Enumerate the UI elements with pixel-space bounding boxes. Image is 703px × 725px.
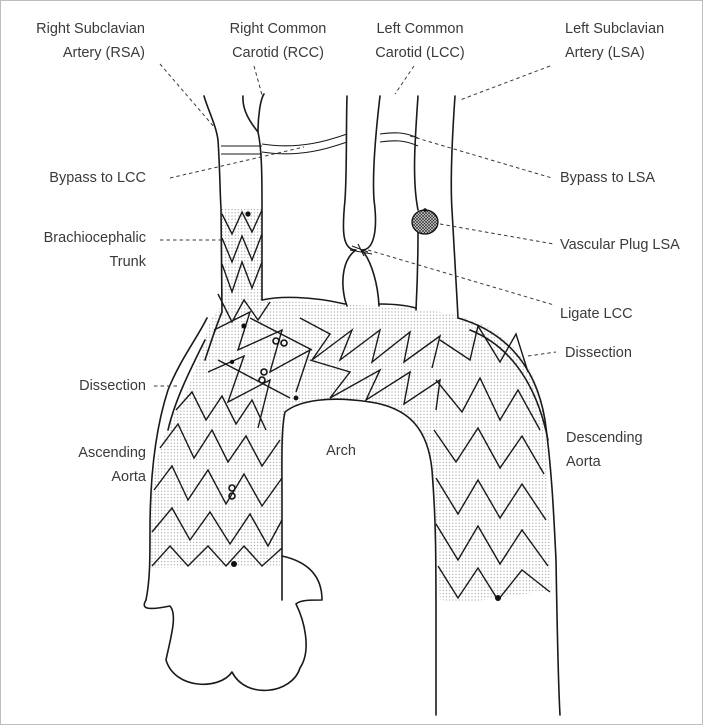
ascending-label-line2: Aorta [111,469,147,485]
dissection-left-label: Dissection [79,378,146,394]
lsa-label-line1: Left Subclavian [565,21,664,37]
descending-label-line1: Descending [566,430,643,446]
descending-label-line2: Aorta [566,454,602,470]
stent-graft [150,208,552,602]
bypass-lcc-label: Bypass to LCC [49,170,146,186]
rsa-label-line1: Right Subclavian [36,21,145,37]
dissection-right-label: Dissection [565,345,632,361]
rsa-label-line2: Artery (RSA) [63,45,145,61]
labels: Right Subclavian Artery (RSA) Right Comm… [36,21,680,485]
brachiocephalic-label-line1: Brachiocephalic [44,230,146,246]
lcc-label-line1: Left Common [376,21,463,37]
vascular-plug [412,208,438,234]
bypass-lsa-label: Bypass to LSA [560,170,655,186]
lcc-label-line2: Carotid (LCC) [375,45,464,61]
arch-label: Arch [326,443,356,459]
rcc-label-line1: Right Common [230,21,327,37]
ligate-lcc-label: Ligate LCC [560,306,633,322]
lsa-label-line2: Artery (LSA) [565,45,645,61]
brachiocephalic-label-line2: Trunk [109,254,146,270]
ascending-label-line1: Ascending [78,445,146,461]
rcc-label-line2: Carotid (RCC) [232,45,324,61]
vascular-plug-label: Vascular Plug LSA [560,237,680,253]
